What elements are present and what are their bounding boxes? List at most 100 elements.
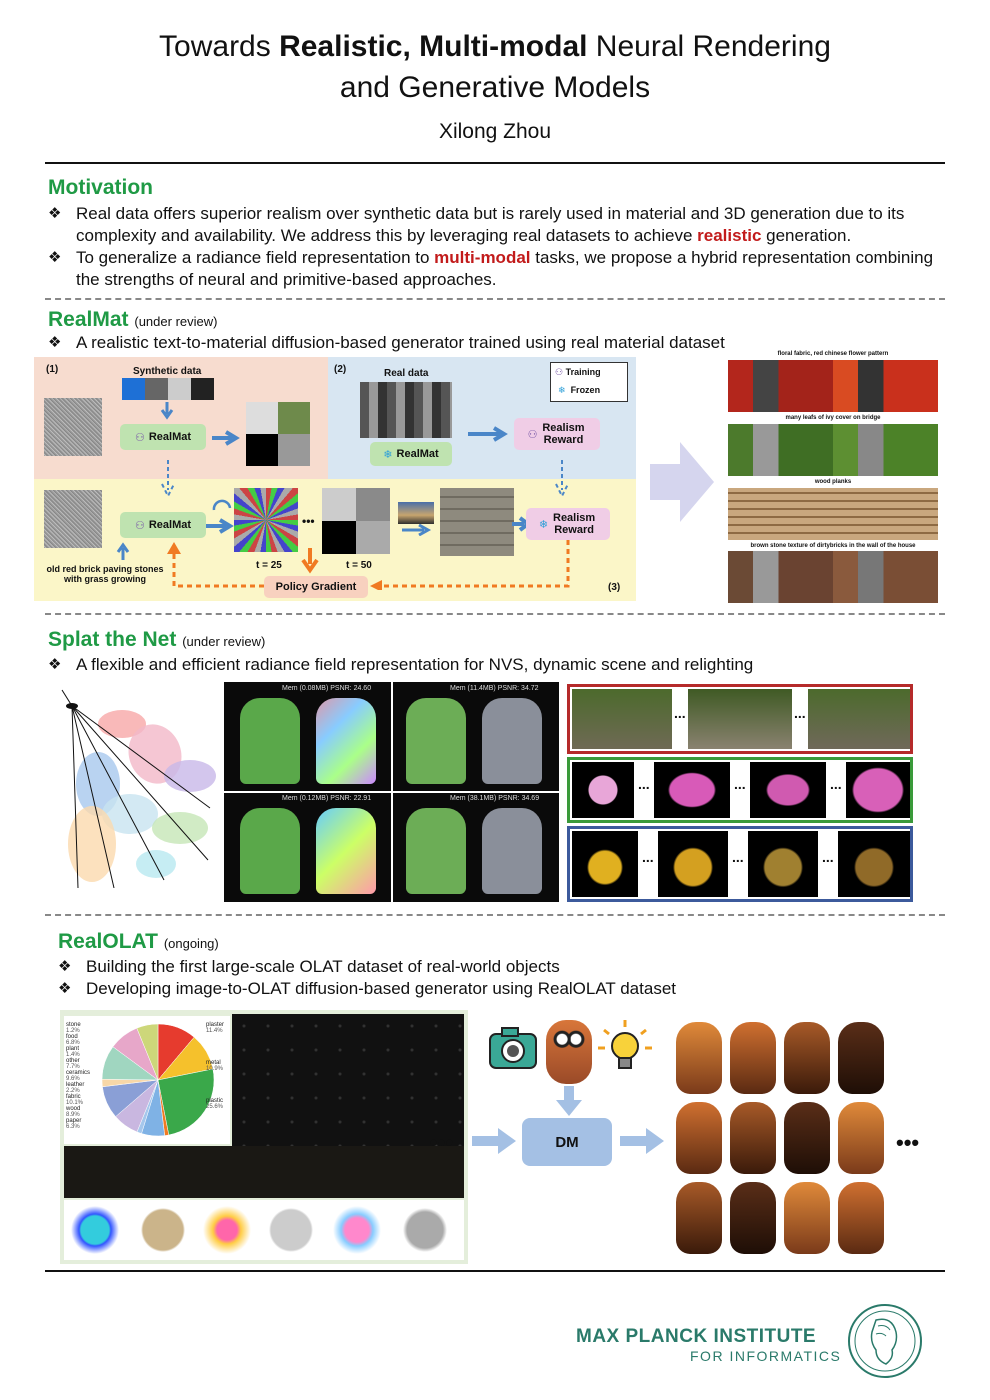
sample-caption-4: brown stone texture of dirtybricks in th… [750,543,916,549]
final-material [440,488,514,556]
relighting-panel: ... ... ... [567,826,913,902]
olat-owl-render [784,1022,830,1094]
olat-lighting-strip [64,1146,464,1198]
olat-owl-render [730,1182,776,1254]
t25-label: t = 25 [256,560,282,571]
ellipsis: ••• [896,1130,920,1155]
motivation-bullet-2: ❖To generalize a radiance field represen… [48,248,934,289]
diffusion-model-box: DM [522,1118,612,1166]
author-name: Xilong Zhou [438,120,552,143]
step-t25-output [234,488,298,552]
chair-feature [316,698,376,784]
brain-icon: ⚇ [134,519,145,532]
category-pie-chart [101,1023,215,1137]
arrow-down-orange-icon [301,548,319,574]
render-preview [398,502,434,524]
chair-render [406,808,466,894]
realmat-samples: floral fabric, red chinese flower patter… [728,351,938,603]
loop-arrow-icon [212,499,232,511]
olat-owl-render [838,1102,884,1174]
prompt-text: old red brick paving stones with grass g… [46,564,164,584]
olat-owl-render [730,1022,776,1094]
object-gallery [232,1014,464,1146]
sample-image-3 [728,488,938,540]
arrow-down-icon [556,1086,582,1116]
noise-image-2 [44,490,102,548]
synthetic-maps [122,378,214,400]
brain-icon: ⚇ [134,431,145,444]
real-data-label: Real data [384,368,429,379]
arrow-up-icon [116,542,130,560]
stage1-output [246,402,310,466]
arrow-right-icon [468,426,508,442]
chair-caption-4: Mem (38.1MB) PSNR: 34.69 [450,795,540,802]
chair-render [406,698,466,784]
noise-image [44,398,102,456]
institute-name: MAX PLANCK INSTITUTE [576,1326,817,1347]
chair-feature [316,808,376,894]
realism-reward-1: ⚇Realism Reward [514,418,600,450]
footer-divider [45,1270,945,1272]
splat-bullet: ❖A flexible and efficient radiance field… [48,655,754,674]
arrow-right-icon [620,1128,664,1154]
camera-icon [489,1027,537,1069]
splat-chair-results: Mem (0.08MB) PSNR: 24.60 Mem (11.4MB) PS… [224,682,559,902]
ellipsis: ••• [302,514,315,528]
legend-training: ⚇ Training [555,367,601,377]
t50-label: t = 50 [346,560,372,571]
poster-title: Towards Realistic, Multi-modal Neural Re… [159,30,831,104]
olat-owl-render [838,1022,884,1094]
pie-slice-paper [136,1023,159,1081]
step-1-label: (1) [46,364,59,375]
legend-box [550,362,628,402]
olat-owl-render [676,1102,722,1174]
realmat-model-2: ❄RealMat [370,442,452,466]
dashed-arrow-down-icon [161,460,175,499]
arrow-down-icon [160,402,174,420]
lightbulb-icon [598,1020,652,1069]
pie-slice-plastic [157,1068,215,1136]
olat-owl-render [784,1182,830,1254]
brain-icon: ⚇ [527,428,538,441]
chair-caption-3: Mem (0.12MB) PSNR: 22.91 [282,795,372,802]
snowflake-icon: ❄ [558,385,566,395]
snowflake-icon: ❄ [538,518,549,531]
step-t50-output [322,488,390,554]
chair-primitives [482,698,542,784]
realolat-heading: RealOLAT (ongoing) [58,930,219,953]
dashed-orange-arrow-right-icon [370,540,570,590]
splat-heading: Splat the Net (under review) [48,628,266,651]
chair-caption-2: Mem (11.4MB) PSNR: 34.72 [450,685,539,692]
synthetic-data-label: Synthetic data [133,366,202,377]
policy-gradient-box: Policy Gradient [264,576,368,598]
header-divider [45,162,945,164]
motivation-bullet-1: ❖Real data offers superior realism over … [48,204,905,245]
input-owl-image [546,1020,592,1084]
sample-caption-3: wood planks [814,479,852,485]
brain-icon: ⚇ [555,367,564,377]
dashed-orange-arrow-left-icon [167,542,264,588]
section-divider [45,613,945,615]
olat-owl-render [730,1102,776,1174]
sample-image-2 [728,424,938,476]
arrow-right-icon [206,518,234,534]
big-arrow-right-icon [650,442,714,522]
realolat-bullet-2: ❖Developing image-to-OLAT diffusion-base… [58,979,676,998]
institute-subtitle: FOR INFORMATICS [690,1348,842,1364]
sample-image-1 [728,360,938,412]
step-2-label: (2) [334,364,347,375]
nvs-panel: ... ... [567,684,913,754]
realolat-bullet-1: ❖Building the first large-scale OLAT dat… [58,957,560,976]
realmat-heading: RealMat (under review) [48,308,218,331]
